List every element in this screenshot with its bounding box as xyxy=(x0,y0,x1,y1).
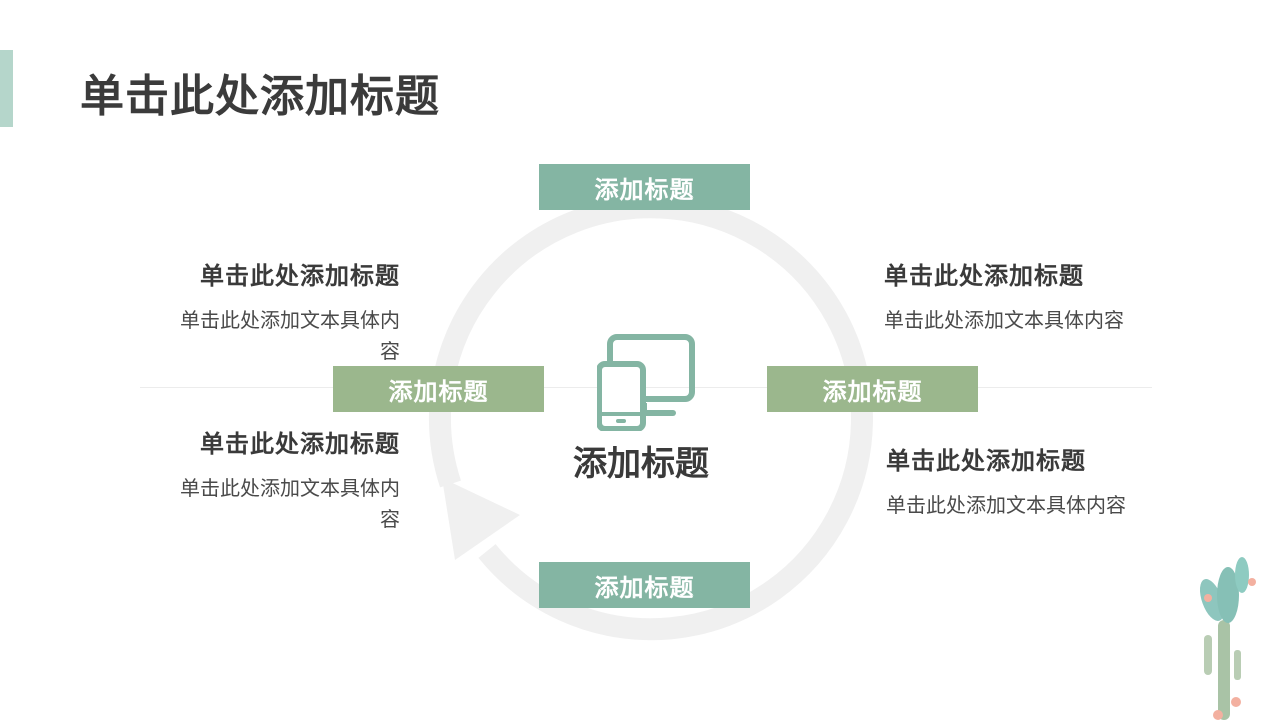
block-heading[interactable]: 单击此处添加标题 xyxy=(884,262,1084,290)
cactus-illustration-icon xyxy=(1199,557,1256,720)
center-title[interactable]: 添加标题 xyxy=(573,444,709,484)
tag-left[interactable]: 添加标题 xyxy=(333,366,544,412)
text-block-top-right: 单击此处添加标题 单击此处添加文本具体内容 xyxy=(884,256,1134,336)
block-body[interactable]: 单击此处添加文本具体内容 xyxy=(884,308,1124,332)
arrowhead-icon xyxy=(442,478,520,560)
accent-bar xyxy=(0,50,13,127)
text-block-top-left: 单击此处添加标题 单击此处添加文本具体内容 xyxy=(150,256,400,367)
text-block-bottom-left: 单击此处添加标题 单击此处添加文本具体内容 xyxy=(150,424,400,535)
slide-title[interactable]: 单击此处添加标题 xyxy=(80,71,440,122)
block-body[interactable]: 单击此处添加文本具体内容 xyxy=(180,476,400,531)
devices-icon xyxy=(597,334,695,431)
block-heading[interactable]: 单击此处添加标题 xyxy=(886,447,1086,475)
tag-right[interactable]: 添加标题 xyxy=(767,366,978,412)
block-body[interactable]: 单击此处添加文本具体内容 xyxy=(180,308,400,363)
text-block-bottom-right: 单击此处添加标题 单击此处添加文本具体内容 xyxy=(886,441,1136,521)
block-heading[interactable]: 单击此处添加标题 xyxy=(200,262,400,290)
tag-top[interactable]: 添加标题 xyxy=(539,164,750,210)
block-heading[interactable]: 单击此处添加标题 xyxy=(200,430,400,458)
block-body[interactable]: 单击此处添加文本具体内容 xyxy=(886,493,1126,517)
tag-bottom[interactable]: 添加标题 xyxy=(539,562,750,608)
